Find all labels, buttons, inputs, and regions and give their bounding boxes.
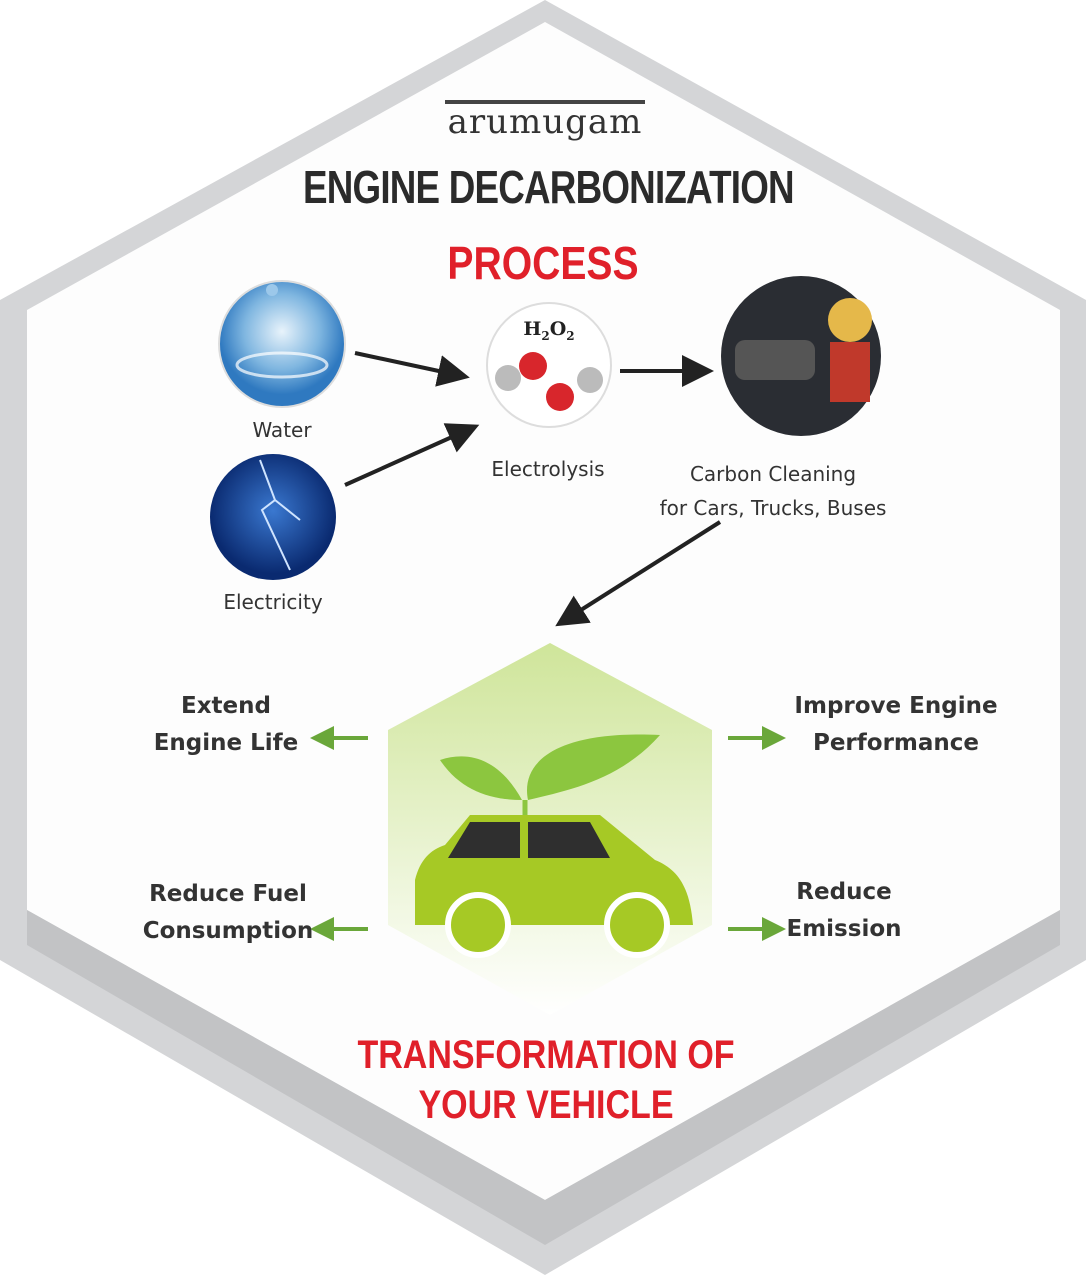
benefit-reduce-fuel: Reduce Fuel Consumption (128, 876, 328, 950)
benefit-line: Improve Engine (794, 693, 998, 719)
cleaning-line2: for Cars, Trucks, Buses (659, 496, 887, 520)
electrolysis-label: Electrolysis (491, 457, 605, 481)
benefit-improve-performance: Improve Engine Performance (776, 688, 1016, 762)
carbon-cleaning-photo (721, 276, 881, 436)
green-car-icon (388, 643, 712, 1015)
footer-line1: TRANSFORMATION OF (357, 1033, 735, 1077)
section-title: PROCESS (447, 237, 639, 289)
benefit-line: Consumption (142, 918, 314, 944)
h2o2-molecule-icon (486, 302, 612, 428)
benefit-line: Emission (786, 916, 902, 942)
benefit-line: Reduce (796, 879, 892, 905)
water-label: Water (252, 418, 312, 442)
cleaning-line1: Carbon Cleaning (689, 462, 857, 486)
benefit-line: Reduce Fuel (149, 881, 307, 907)
benefit-line: Performance (812, 730, 980, 756)
arrow (354, 351, 470, 387)
formula-label: H2O2 (523, 318, 575, 343)
footer-line2: YOUR VEHICLE (418, 1083, 674, 1127)
benefit-line: Engine Life (153, 730, 299, 756)
page-title: ENGINE DECARBONIZATION (303, 161, 795, 213)
electricity-label: Electricity (223, 590, 323, 614)
benefit-line: Extend (181, 693, 271, 719)
footer-title: TRANSFORMATION OF YOUR VEHICLE (334, 1030, 759, 1130)
water-drop-icon (218, 280, 346, 408)
cleaning-label: Carbon Cleaning for Cars, Trucks, Buses (633, 457, 913, 525)
benefit-extend-engine-life: Extend Engine Life (126, 688, 326, 762)
lightning-globe-icon (210, 454, 336, 580)
benefit-reduce-emission: Reduce Emission (764, 874, 924, 948)
brand-logo: arumugam (445, 100, 645, 139)
